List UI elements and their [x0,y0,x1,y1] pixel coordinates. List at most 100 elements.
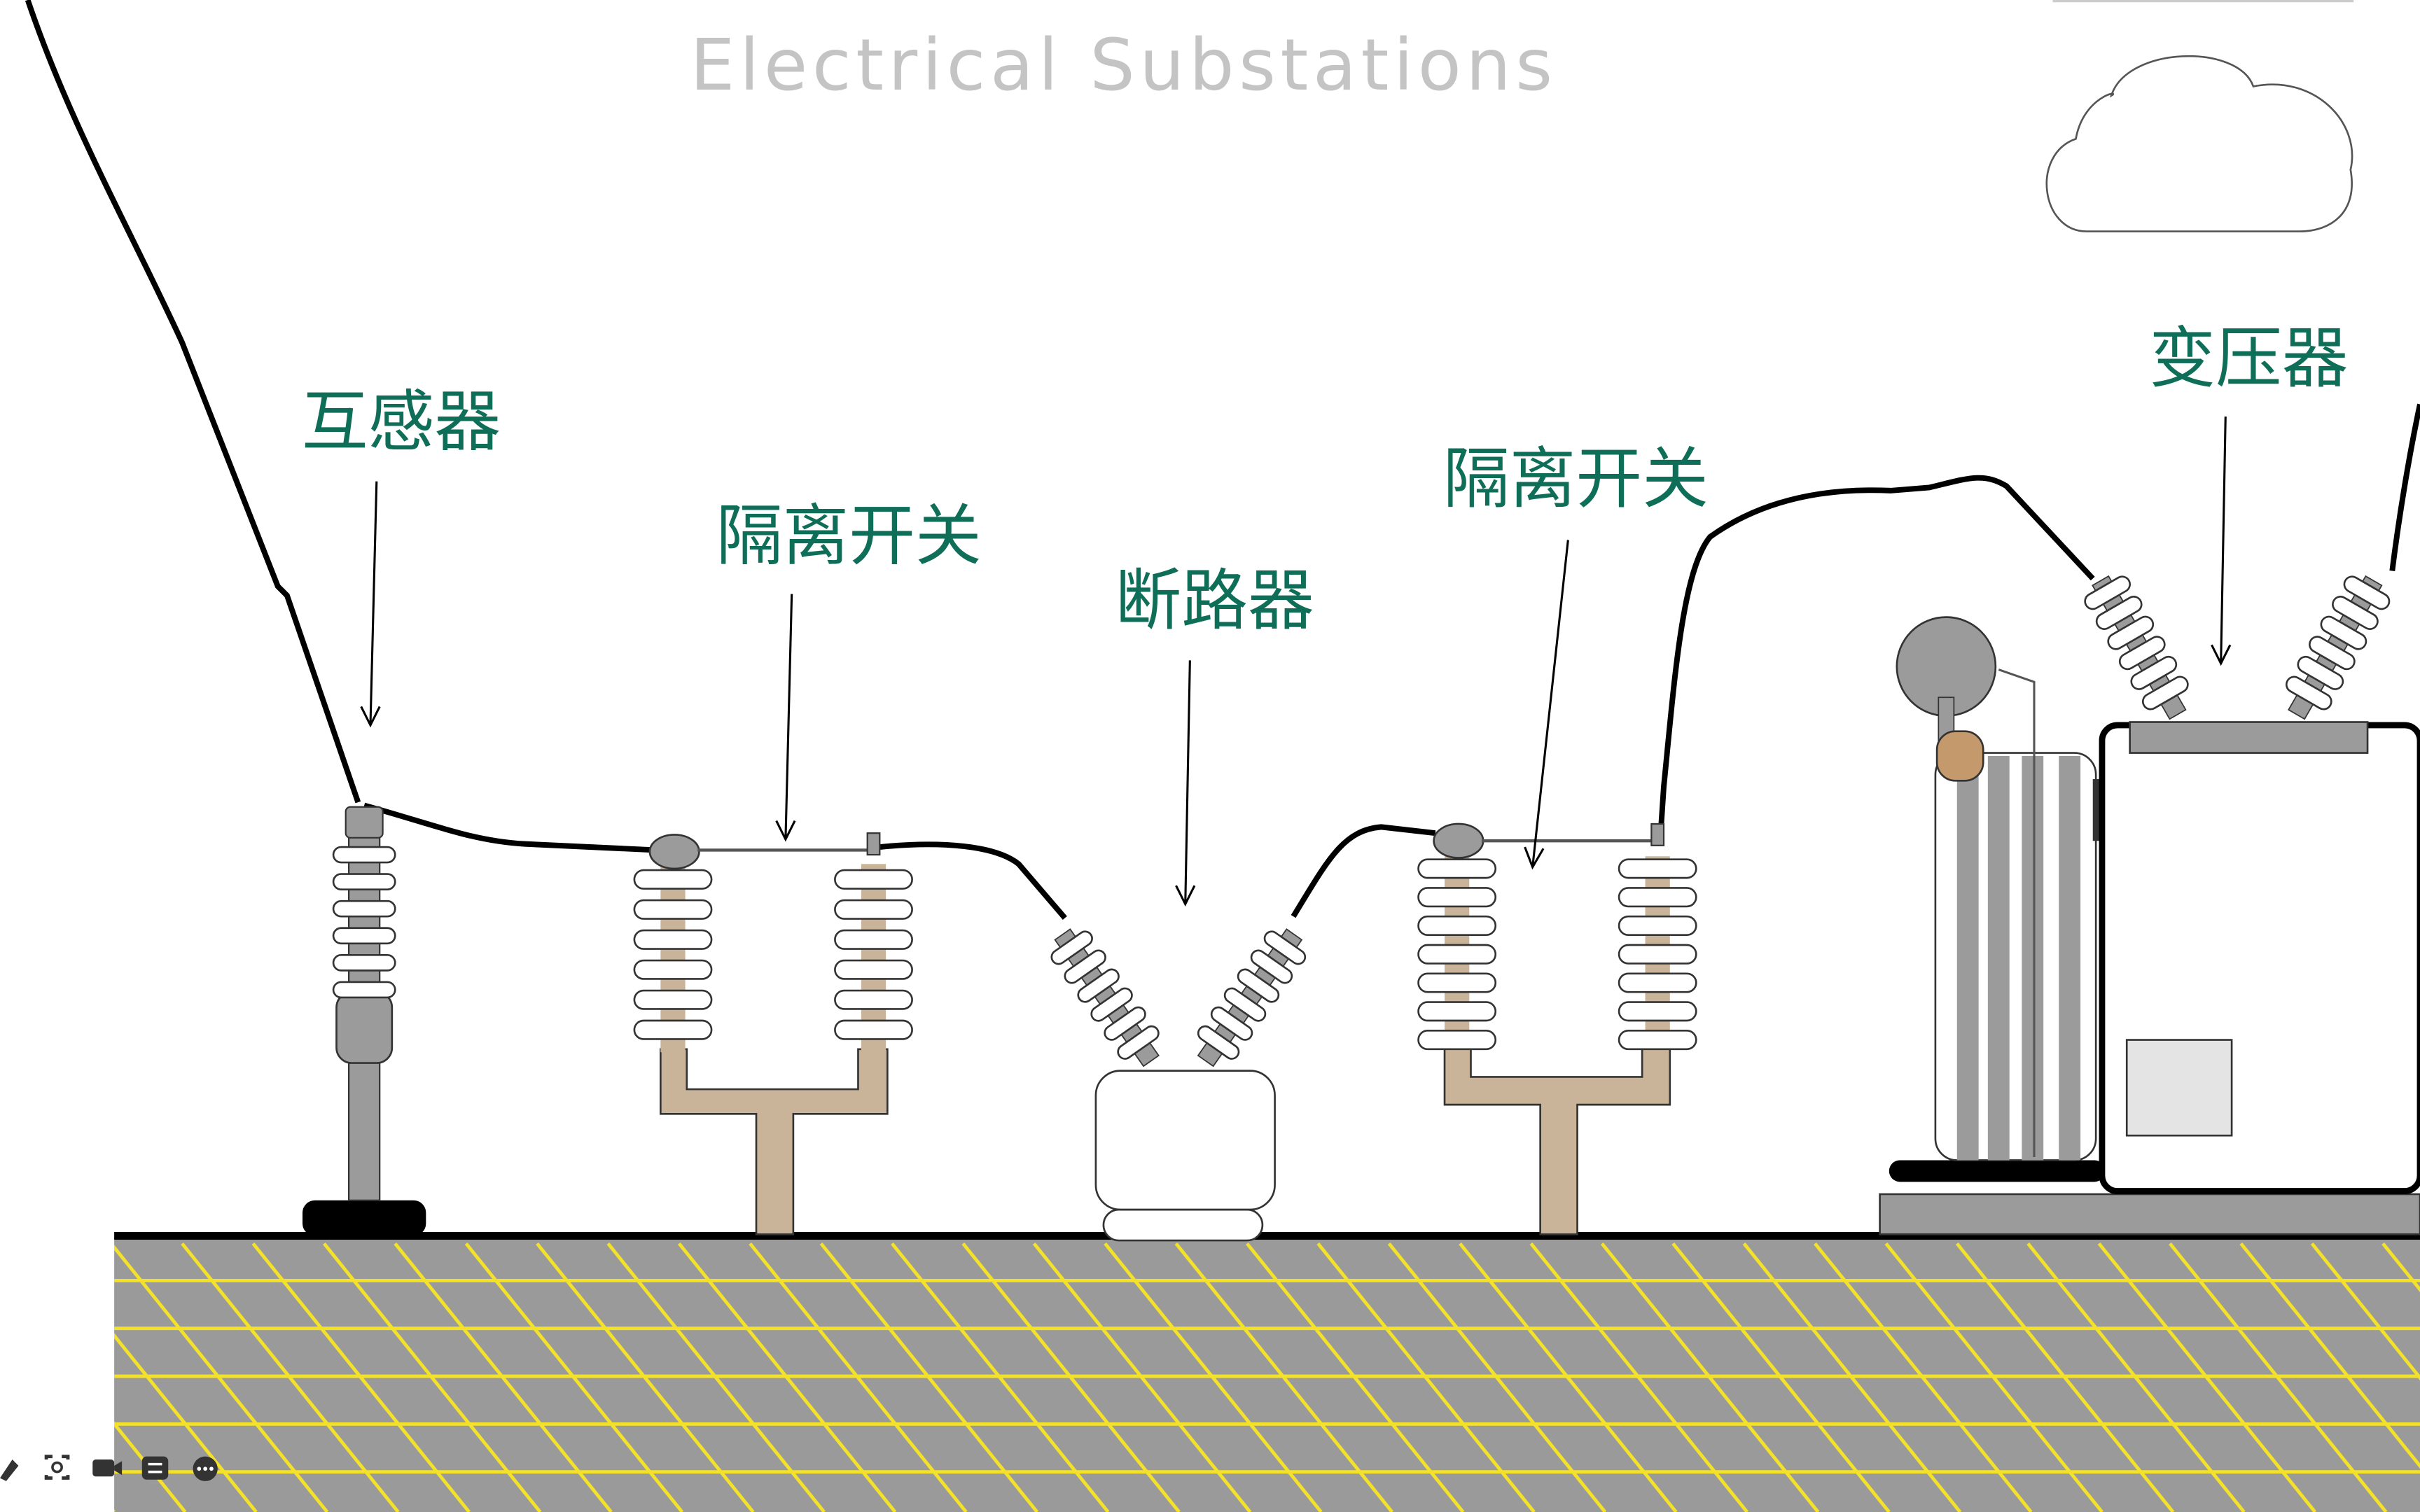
ground [114,1231,2420,1512]
grid-line-diagonal [677,1242,897,1512]
transformer-right-bushing [2285,575,2391,710]
insulator-shed [1223,987,1267,1022]
grid-line-diagonal [394,1242,613,1512]
component-labels: 互感器 隔离开关 断路器 隔离开关 变压器 [302,320,2349,639]
insulator-shed [1090,987,1133,1022]
camera-icon[interactable] [92,1460,123,1477]
insulator-shed [1050,930,1093,965]
more-icon[interactable] [193,1456,218,1481]
grid-line-diagonal [322,1242,542,1512]
ds2-right-insulator [1618,858,1697,1051]
grid-line-diagonal [1387,1242,1607,1512]
grid-line-diagonal [181,1242,400,1512]
cloud-icon [2045,55,2353,232]
cb-right-insulator [1197,930,1307,1060]
insulator-shed [1618,972,1697,993]
insulator-shed [332,927,396,945]
grid-line-diagonal [1884,1242,2103,1512]
transformer-left-bushing [2084,575,2189,710]
insulator-shed [332,873,396,890]
disconnect-switch-2 [1417,822,1697,1236]
insulator-shed [2084,575,2132,610]
player-toolbar [0,1455,218,1481]
label-disconnect-switch-2: 隔离开关 [1443,440,1709,517]
insulator-shed [1417,944,1497,965]
grid-line-diagonal [961,1242,1181,1512]
insulator-shed [834,989,913,1010]
insulator-shed [834,869,913,890]
insulator-shed [1104,1006,1146,1041]
power-transformer [1879,575,2420,1236]
insulator-shed [1417,1030,1497,1051]
insulator-shed [2343,575,2391,610]
grid-line-diagonal [606,1242,826,1512]
grid-line-diagonal [1246,1242,1465,1512]
insulator-shed [633,1019,713,1040]
insulator-shed [1250,949,1293,984]
grid-line-diagonal [1529,1242,1748,1512]
radiator [1934,752,2097,1161]
ct-insulator-sheds [332,846,396,999]
insulator-shed [834,959,913,980]
insulator-shed [1618,858,1697,879]
label-disconnect-switch-1: 隔离开关 [716,498,982,575]
insulator-shed [2095,596,2143,630]
grid-line-diagonal [464,1242,684,1512]
grid-line-diagonal [1316,1242,1536,1512]
insulator-shed [633,869,713,890]
grid-line-diagonal [251,1242,471,1512]
insulator-shed [1417,887,1497,908]
insulator-shed [2107,615,2155,650]
subtitle-icon[interactable] [141,1456,169,1480]
insulator-shed [1417,1001,1497,1022]
insulator-shed [834,899,913,920]
insulator-shed [1210,1006,1253,1041]
insulator-shed [1077,968,1120,1003]
insulator-shed [2141,676,2189,710]
grid-line-diagonal [2026,1242,2246,1512]
insulator-shed [2320,615,2367,650]
grid-line-diagonal [1814,1242,2033,1512]
insulator-shed [1618,1030,1697,1051]
insulator-shed [332,954,396,972]
insulator-shed [1618,944,1697,965]
grid-line-diagonal [1600,1242,1820,1512]
conductor-wires [25,0,2420,920]
label-power-transformer: 变压器 [2149,320,2348,397]
insulator-shed [1417,972,1497,993]
insulator-shed [1064,949,1106,984]
grid-line-diagonal [819,1242,1039,1512]
grid-line-diagonal [114,1245,329,1512]
grid-line-diagonal [1032,1242,1252,1512]
grid-line-diagonal [2169,1242,2388,1512]
insulator-shed [633,899,713,920]
cb-left-insulator [1050,930,1160,1060]
grid-line-diagonal [2097,1242,2317,1512]
label-circuit-breaker: 断路器 [1115,562,1314,639]
grid-line-diagonal [1671,1242,1891,1512]
insulator-shed [1117,1025,1160,1060]
ds1-right-insulator [834,869,913,1040]
grid-line-diagonal [1459,1242,1678,1512]
insulator-shed [1618,1001,1697,1022]
insulator-shed [332,846,396,864]
grid-line-diagonal [1104,1242,1323,1512]
insulator-shed [1618,887,1697,908]
insulator-shed [2118,636,2166,671]
pen-icon[interactable] [0,1460,19,1481]
insulator-shed [1263,930,1307,965]
ground-grid [114,1242,2420,1512]
insulator-shed [332,981,396,999]
grid-line-diagonal [2239,1242,2420,1469]
insulator-shed [633,959,713,980]
grid-line-diagonal [2381,1242,2420,1293]
insulator-shed [1197,1025,1240,1060]
grid-line-diagonal [2310,1242,2420,1381]
insulator-shed [2297,655,2344,690]
ds1-left-insulator [633,869,713,1040]
grid-line-diagonal [1742,1242,1962,1512]
screenshot-icon[interactable] [44,1455,70,1480]
insulator-shed [1417,858,1497,879]
